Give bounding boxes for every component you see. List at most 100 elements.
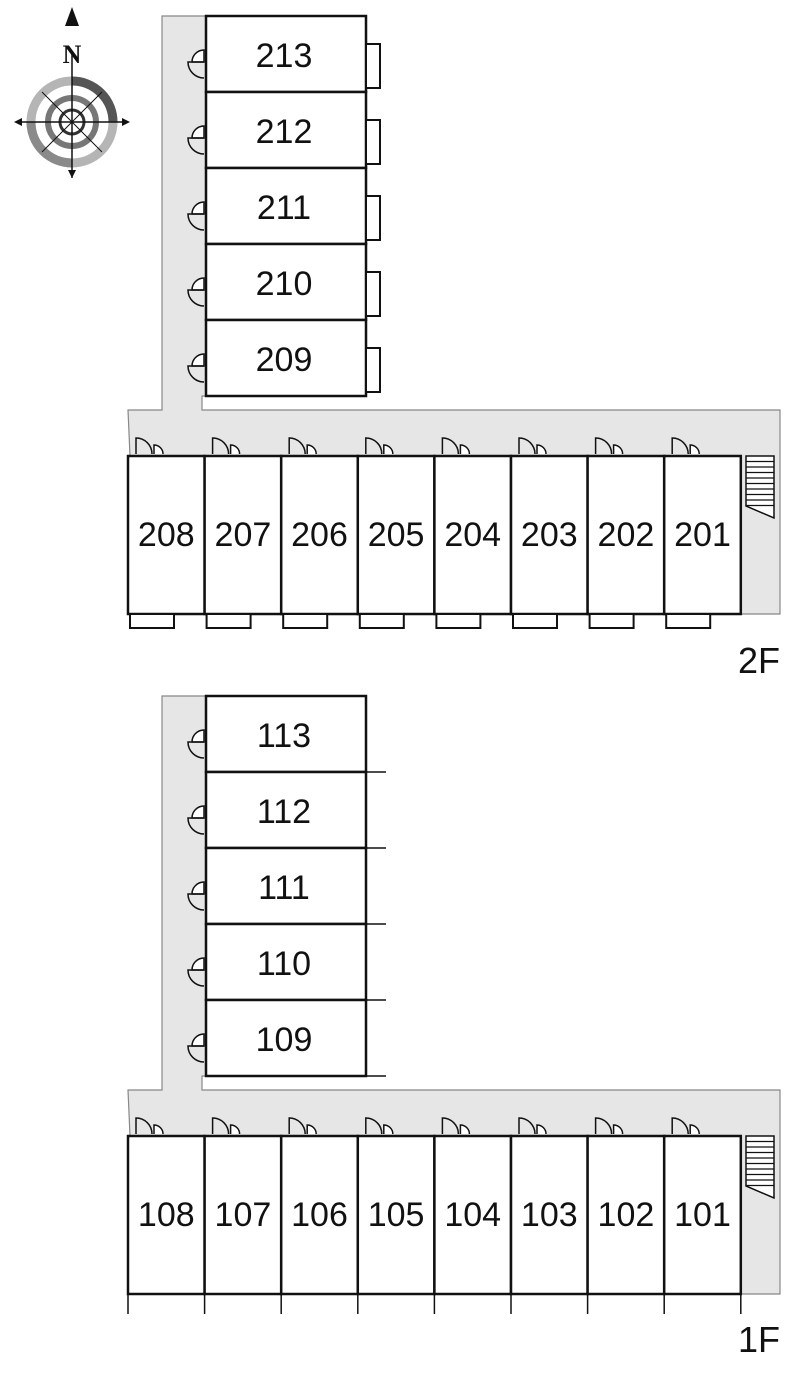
door-swing-icon bbox=[135, 1117, 153, 1135]
unit-106: 106 bbox=[279, 1117, 360, 1314]
balcony bbox=[365, 271, 381, 317]
unit-outline bbox=[662, 1134, 743, 1296]
unit-number: 206 bbox=[291, 516, 348, 554]
door-swing-icon bbox=[365, 1117, 383, 1135]
unit-206: 206 bbox=[279, 437, 360, 629]
unit-210: 210 bbox=[187, 242, 381, 322]
door-icon bbox=[459, 1124, 471, 1135]
unit-212: 212 bbox=[187, 90, 381, 170]
unit-number: 213 bbox=[256, 37, 313, 75]
unit-211: 211 bbox=[187, 166, 381, 246]
unit-outline bbox=[203, 454, 283, 616]
unit-outline bbox=[356, 1134, 436, 1296]
unit-outline bbox=[204, 998, 368, 1078]
door-icon bbox=[383, 1124, 394, 1135]
unit-207: 207 bbox=[203, 437, 283, 629]
stairs-icon bbox=[745, 1135, 775, 1200]
unit-outline bbox=[126, 1134, 206, 1296]
door-icon bbox=[383, 444, 394, 455]
unit-outline bbox=[356, 454, 436, 616]
door-swing-icon bbox=[518, 1117, 536, 1135]
unit-number: 205 bbox=[368, 516, 425, 554]
balcony bbox=[365, 43, 381, 89]
door-icon bbox=[229, 444, 241, 455]
unit-outline bbox=[204, 770, 368, 850]
door-icon bbox=[612, 444, 624, 455]
door-swing-icon bbox=[441, 437, 460, 455]
compass: N bbox=[14, 7, 130, 178]
unit-209: 209 bbox=[187, 318, 381, 398]
unit-number: 112 bbox=[257, 793, 311, 831]
door-swing-icon bbox=[187, 213, 205, 231]
unit-outline bbox=[279, 1134, 360, 1296]
door-swing-icon bbox=[288, 437, 306, 455]
unit-outline bbox=[662, 454, 743, 616]
unit-number: 113 bbox=[257, 717, 311, 755]
door-swing-icon bbox=[441, 1117, 460, 1135]
balcony bbox=[512, 613, 558, 629]
unit-number: 102 bbox=[598, 1196, 655, 1234]
unit-number: 104 bbox=[444, 1196, 501, 1234]
door-icon bbox=[459, 444, 471, 455]
unit-outline bbox=[279, 454, 360, 616]
door-swing-icon bbox=[211, 437, 230, 455]
door-icon bbox=[612, 1124, 624, 1135]
unit-112: 112 bbox=[187, 770, 386, 850]
unit-number: 110 bbox=[257, 945, 311, 983]
door-swing-icon bbox=[671, 1117, 689, 1135]
door-icon bbox=[689, 444, 700, 455]
floor-label: 1F bbox=[738, 1319, 780, 1360]
door-swing-icon bbox=[365, 437, 383, 455]
balcony bbox=[205, 613, 252, 629]
unit-number: 209 bbox=[256, 341, 313, 379]
unit-outline bbox=[204, 318, 368, 398]
wing-units: 213 212 211 210 209 bbox=[187, 14, 381, 398]
unit-113: 113 bbox=[187, 694, 386, 774]
unit-111: 111 bbox=[187, 846, 386, 926]
unit-110: 110 bbox=[187, 922, 386, 1002]
balcony bbox=[358, 613, 405, 629]
door-swing-icon bbox=[135, 437, 153, 455]
unit-102: 102 bbox=[586, 1117, 666, 1314]
unit-208: 208 bbox=[126, 437, 206, 629]
door-icon bbox=[153, 1124, 164, 1135]
unit-213: 213 bbox=[187, 14, 381, 94]
door-icon bbox=[536, 1124, 547, 1135]
door-icon bbox=[536, 444, 547, 455]
unit-number: 106 bbox=[291, 1196, 348, 1234]
compass-rose-icon bbox=[14, 7, 130, 178]
unit-number: 101 bbox=[674, 1196, 731, 1234]
door-swing-icon bbox=[187, 1045, 205, 1063]
door-swing-icon bbox=[288, 1117, 306, 1135]
staircase bbox=[745, 455, 775, 520]
unit-number: 203 bbox=[521, 516, 578, 554]
unit-number: 201 bbox=[674, 516, 731, 554]
unit-201: 201 bbox=[662, 437, 743, 629]
door-swing-icon bbox=[671, 437, 689, 455]
stairs-icon bbox=[745, 455, 775, 520]
unit-number: 204 bbox=[444, 516, 501, 554]
unit-outline bbox=[586, 1134, 666, 1296]
unit-number: 105 bbox=[368, 1196, 425, 1234]
unit-108: 108 bbox=[126, 1117, 206, 1314]
unit-number: 210 bbox=[256, 265, 313, 303]
unit-number: 211 bbox=[257, 189, 311, 227]
unit-107: 107 bbox=[203, 1117, 283, 1314]
unit-outline bbox=[433, 454, 513, 616]
balcony bbox=[129, 613, 175, 629]
door-swing-icon bbox=[187, 137, 205, 155]
unit-outline bbox=[586, 454, 666, 616]
unit-outline bbox=[204, 694, 368, 774]
unit-number: 103 bbox=[521, 1196, 578, 1234]
unit-203: 203 bbox=[509, 437, 589, 629]
balcony bbox=[365, 119, 381, 165]
floor-label: 2F bbox=[738, 640, 780, 681]
unit-202: 202 bbox=[586, 437, 666, 629]
unit-205: 205 bbox=[356, 437, 436, 629]
unit-outline bbox=[204, 922, 368, 1002]
door-icon bbox=[306, 444, 317, 455]
